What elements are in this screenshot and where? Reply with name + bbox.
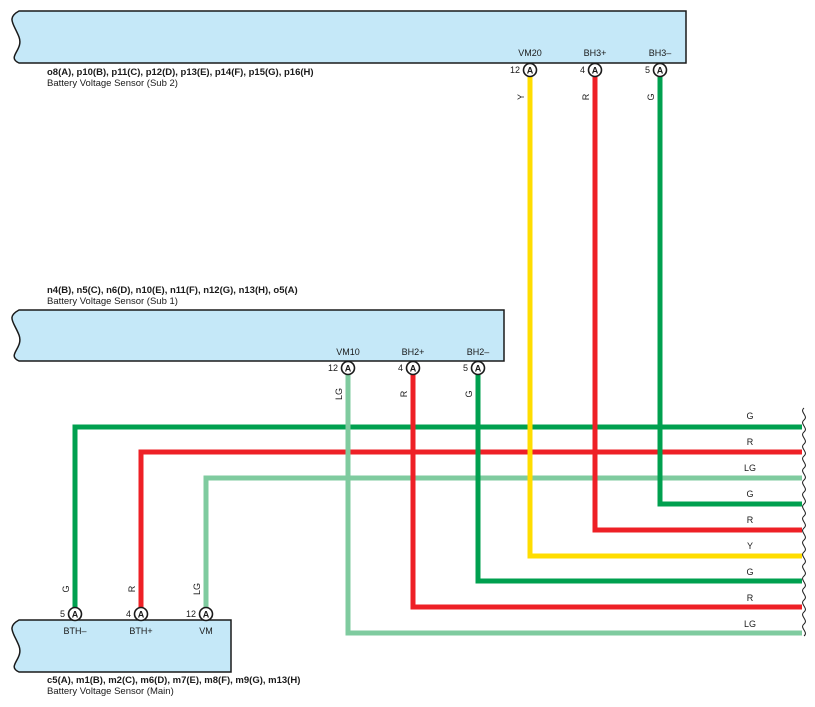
pin-letter: A — [72, 609, 79, 619]
wire-sub2-vm20 — [527, 77, 802, 559]
wire-label-right: LG — [744, 463, 756, 473]
connector-sub1-name: Battery Voltage Sensor (Sub 1) — [47, 296, 178, 307]
wire-label-main-bth-neg: G — [61, 585, 71, 592]
pin-terminal — [652, 62, 668, 78]
pin-letter: A — [410, 363, 417, 373]
connector-main-codes: c5(A), m1(B), m2(C), m6(D), m7(E), m8(F)… — [47, 675, 300, 686]
wire-label-right: R — [747, 593, 754, 603]
pins-sub2: VM20 12 A BH3+ 4 A BH3– 5 A — [510, 48, 672, 78]
wire-sub2-bh3-neg — [657, 77, 802, 507]
wire-label-sub2-bh3-neg: G — [646, 93, 656, 100]
pin-number: 4 — [580, 65, 585, 75]
pin-letter: A — [345, 363, 352, 373]
connector-sub2-name: Battery Voltage Sensor (Sub 2) — [47, 78, 178, 89]
pin-terminal — [67, 606, 83, 622]
pin-letter: A — [592, 65, 599, 75]
pin-name: VM20 — [518, 48, 542, 58]
pin-name: BTH+ — [129, 626, 152, 636]
pin-number: 12 — [328, 363, 338, 373]
pin-letter: A — [527, 65, 534, 75]
wire-label-right: LG — [744, 619, 756, 629]
pin-name: BH2+ — [402, 347, 425, 357]
pin-terminal — [198, 606, 214, 622]
wires — [72, 77, 802, 636]
pin-letter: A — [475, 363, 482, 373]
connector-main: c5(A), m1(B), m2(C), m6(D), m7(E), m8(F)… — [11, 619, 300, 697]
pins-sub1: VM10 12 A BH2+ 4 A BH2– 5 A — [328, 347, 490, 376]
connector-sub2-body — [11, 10, 687, 64]
connector-main-name: Battery Voltage Sensor (Main) — [47, 686, 174, 697]
wire-label-sub1-bh2-neg: G — [464, 390, 474, 397]
connector-sub2: o8(A), p10(B), p11(C), p12(D), p13(E), p… — [11, 10, 687, 89]
wire-break-line — [802, 407, 806, 637]
pin-number: 4 — [126, 609, 131, 619]
pin-name: VM10 — [336, 347, 360, 357]
wire-label-sub1-vm10: LG — [334, 388, 344, 400]
wire-label-sub2-bh3-pos: R — [581, 93, 591, 100]
pin-name: BH3+ — [584, 48, 607, 58]
wire-label-right: G — [746, 411, 753, 421]
pin-letter: A — [203, 609, 210, 619]
connector-main-body — [11, 619, 232, 673]
connector-sub1-body — [11, 309, 505, 362]
pin-terminal — [405, 360, 421, 376]
wire-label-sub2-vm20: Y — [516, 94, 526, 100]
wire-main-bth-neg — [72, 424, 802, 608]
wire-label-main-bth-pos: R — [127, 585, 137, 592]
pin-number: 5 — [463, 363, 468, 373]
wire-label-right: G — [746, 567, 753, 577]
wire-sub1-vm10 — [345, 375, 802, 636]
wire-main-bth-pos — [138, 449, 802, 608]
wire-label-right: Y — [747, 541, 753, 551]
pin-letter: A — [657, 65, 664, 75]
pin-name: BTH– — [63, 626, 86, 636]
wire-label-right: R — [747, 515, 754, 525]
pin-terminal — [587, 62, 603, 78]
pin-number: 12 — [186, 609, 196, 619]
wire-sub1-bh2-neg — [475, 375, 802, 584]
wire-sub1-bh2-pos — [410, 375, 802, 610]
pin-name: BH3– — [649, 48, 672, 58]
pin-number: 5 — [645, 65, 650, 75]
wire-label-main-vm: LG — [192, 583, 202, 595]
pin-terminal — [133, 606, 149, 622]
wire-label-sub1-bh2-pos: R — [399, 390, 409, 397]
pins-main: 5 A BTH– 4 A BTH+ 12 A VM — [60, 606, 214, 636]
pin-name: BH2– — [467, 347, 490, 357]
wire-labels: Y R G LG R G G R LG G R LG G R Y G R LG — [61, 93, 756, 629]
pin-terminal — [340, 360, 356, 376]
pin-number: 12 — [510, 65, 520, 75]
wire-main-vm — [203, 475, 802, 608]
wire-label-right: R — [747, 437, 754, 447]
pin-terminal — [522, 62, 538, 78]
wire-sub2-bh3-pos — [592, 77, 802, 533]
connector-sub2-codes: o8(A), p10(B), p11(C), p12(D), p13(E), p… — [47, 67, 314, 78]
connector-sub1-codes: n4(B), n5(C), n6(D), n10(E), n11(F), n12… — [47, 285, 298, 296]
wire-label-right: G — [746, 489, 753, 499]
pin-number: 4 — [398, 363, 403, 373]
pin-terminal — [470, 360, 486, 376]
pin-letter: A — [138, 609, 145, 619]
pin-name: VM — [199, 626, 213, 636]
pin-number: 5 — [60, 609, 65, 619]
connector-sub1: n4(B), n5(C), n6(D), n10(E), n11(F), n12… — [11, 285, 505, 362]
